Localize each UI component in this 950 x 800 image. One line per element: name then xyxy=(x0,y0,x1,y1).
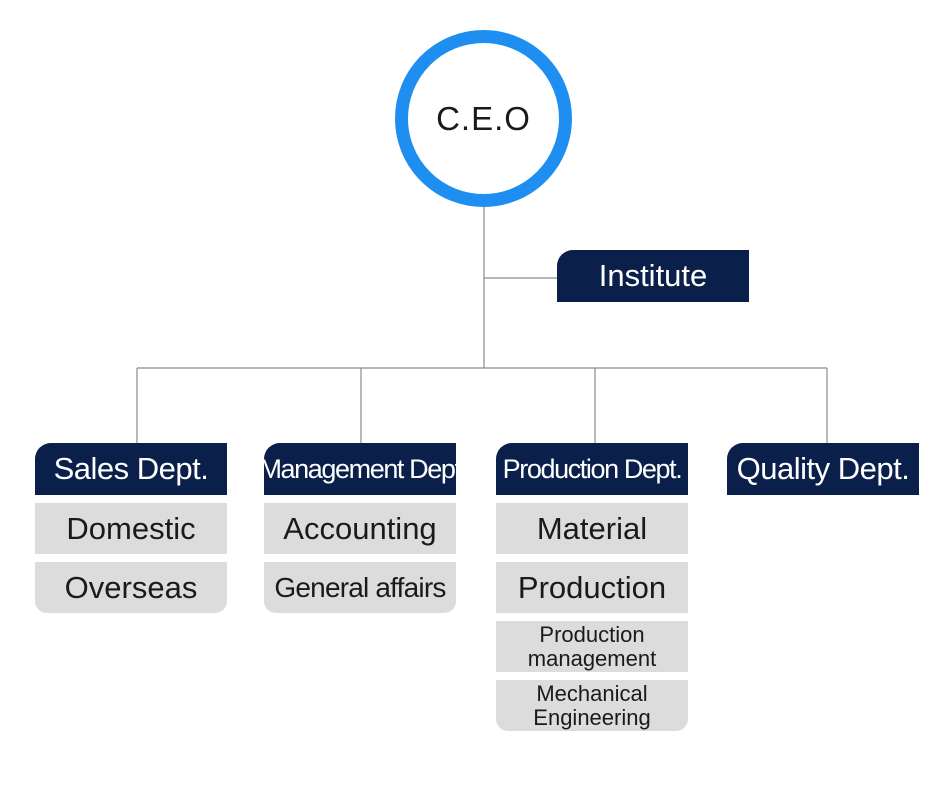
dept-item-production: Production xyxy=(496,562,688,613)
dept-management-items: Accounting General affairs xyxy=(264,503,456,613)
dept-sales: Sales Dept. Domestic Overseas xyxy=(35,443,227,621)
dept-sales-items: Domestic Overseas xyxy=(35,503,227,613)
dept-production-header: Production Dept. xyxy=(496,443,688,495)
dept-quality-header: Quality Dept. xyxy=(727,443,919,495)
ceo-label: C.E.O xyxy=(436,99,531,137)
dept-production-items: Material Production Production managemen… xyxy=(496,503,688,731)
dept-item-production-management: Production management xyxy=(496,621,688,672)
institute-label: Institute xyxy=(598,258,708,293)
institute-node: Institute xyxy=(557,250,749,302)
dept-item-general-affairs: General affairs xyxy=(264,562,456,613)
dept-quality: Quality Dept. xyxy=(727,443,919,495)
dept-management-header: Management Dept xyxy=(264,443,456,495)
dept-item-accounting: Accounting xyxy=(264,503,456,554)
dept-item-mechanical-engineering: Mechanical Engineering xyxy=(496,680,688,731)
dept-management: Management Dept Accounting General affai… xyxy=(264,443,456,621)
dept-item-material: Material xyxy=(496,503,688,554)
dept-sales-header: Sales Dept. xyxy=(35,443,227,495)
ceo-node: C.E.O xyxy=(395,30,572,207)
dept-item-overseas: Overseas xyxy=(35,562,227,613)
dept-item-domestic: Domestic xyxy=(35,503,227,554)
dept-production: Production Dept. Material Production Pro… xyxy=(496,443,688,739)
